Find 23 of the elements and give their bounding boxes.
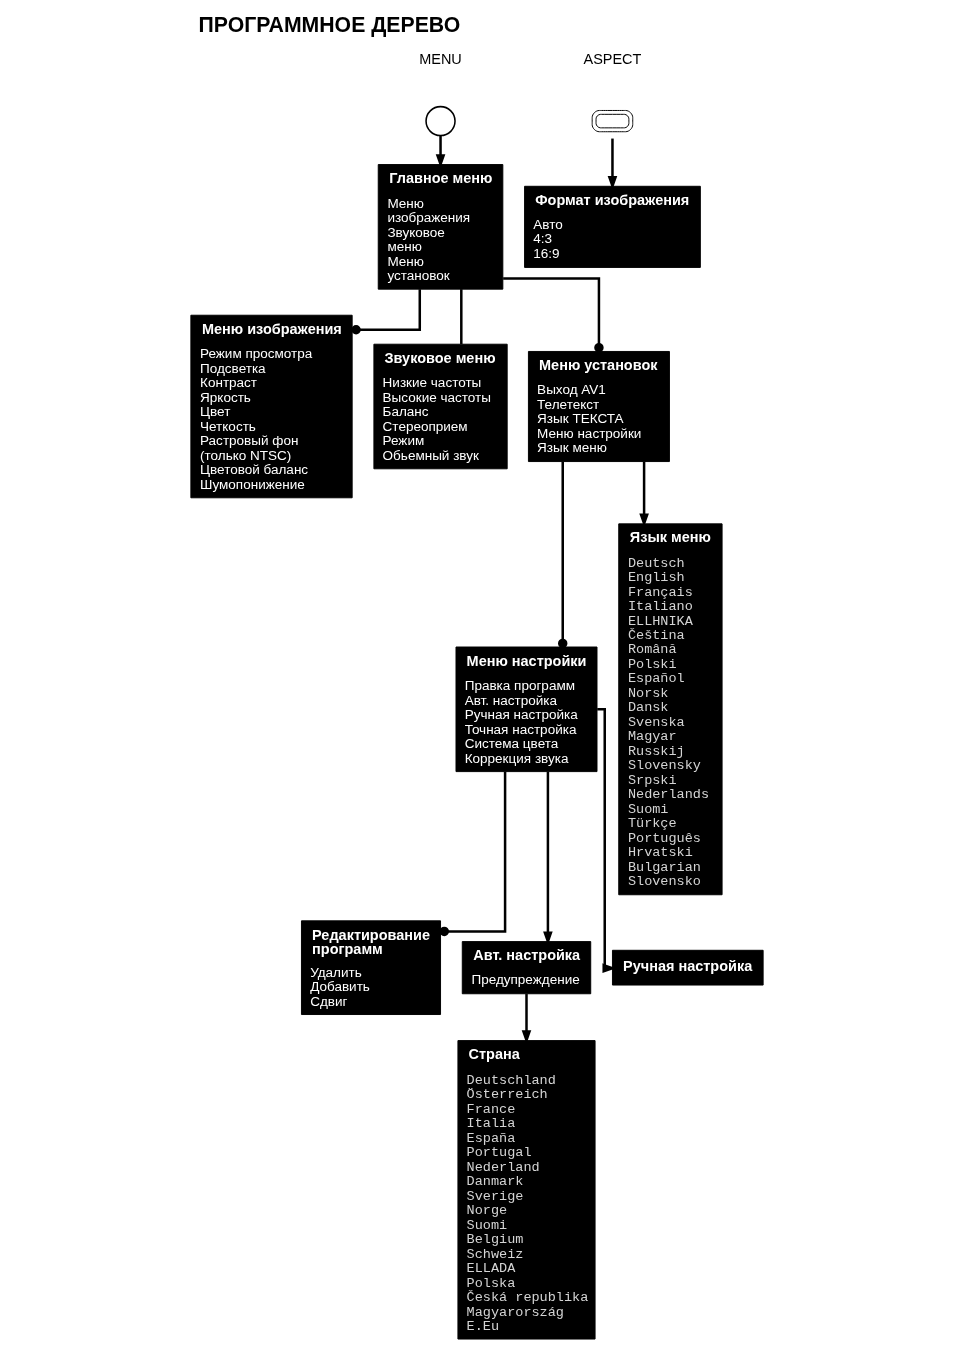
connector — [558, 461, 568, 649]
arrow — [521, 994, 532, 1044]
node-label: MENU — [419, 50, 462, 67]
node-box: Меню изображения Режим просмотра Подсветка Контраст Яркость Цвет Четкость Растровый фон (только NTSC) Цветовой баланс Шумопонижение — [190, 314, 353, 499]
node-box: Меню установок Выход AV1 Телетекст Язык ТЕКСТА Меню настройки Язык меню — [527, 350, 670, 463]
node-box: Звуковое меню Низкие частоты Высокие частоты Баланс Стереоприем Режим Обьемный звук — [373, 343, 508, 470]
node-box: Авт. настройка Предупреждение — [461, 941, 592, 995]
connector — [460, 289, 463, 344]
node-box: Страна Deutschland Österreich France Italia España Portugal Nederland Danmark Sverige Norge Suomi Belgium Schweiz ELLADA Polska Česká republika Magyarország E.Eu — [457, 1040, 596, 1340]
arrow — [435, 135, 446, 168]
node-box: Формат изображения Авто 4:3 16:9 — [524, 185, 701, 268]
node-box: Редактирование программ Удалить Добавить Сдвиг — [300, 920, 442, 1015]
node-label: ASPECT — [583, 50, 642, 67]
connector — [351, 289, 422, 335]
connector — [439, 771, 507, 937]
diagram-title: ПРОГРАММНОЕ ДЕРЕВО — [198, 12, 461, 37]
arrow — [607, 138, 618, 190]
connector — [503, 277, 604, 353]
node-circle — [425, 105, 456, 137]
node-box: Язык меню Deutsch English Français Italiano ELLHNIKA Čeština Română Polski Español Norsk Dansk Svenska Magyar Russkij Slovensky Srpski Nederlands Suomi Türkçe Português Hrvatski Bulgarian Slovensko — [618, 523, 723, 896]
node-box: Меню настройки Правка программ Авт. настройка Ручная настройка Точная настройка Система цвета Коррекция звука — [455, 646, 598, 773]
node-box: Главное меню Меню изображения Звуковое меню Меню установок — [377, 164, 504, 290]
node-box: Ручная настройка — [611, 949, 764, 986]
